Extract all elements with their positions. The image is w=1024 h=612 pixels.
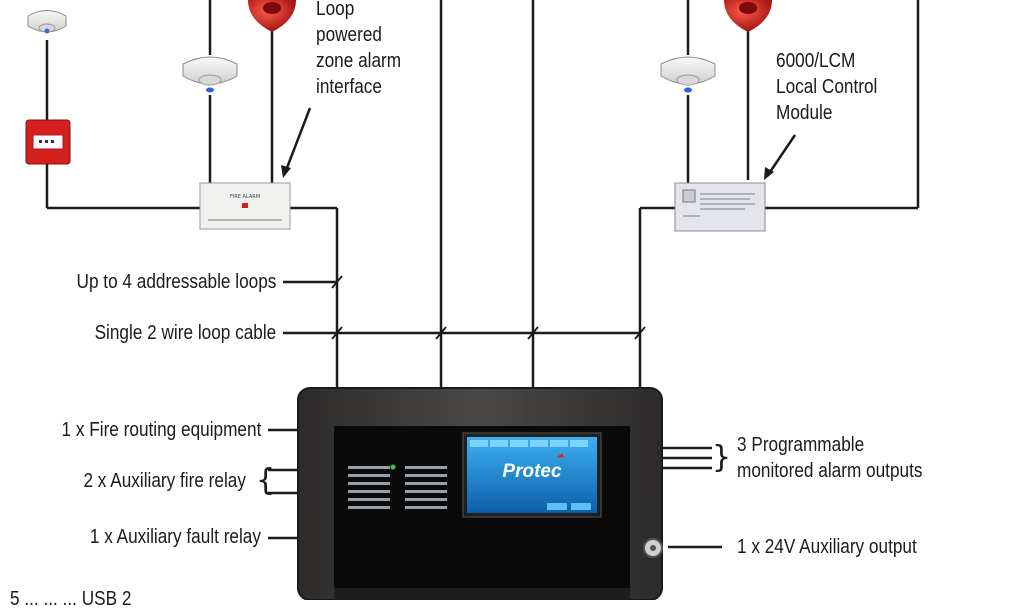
aux-24v-output-label: 1 x 24V Auxiliary output — [737, 536, 917, 558]
screen-tab-bar — [470, 440, 588, 447]
sounder-icon — [724, 0, 772, 32]
arrowhead-left — [281, 165, 291, 178]
manual-call-point-icon — [25, 119, 71, 165]
sounder-icon — [248, 0, 296, 32]
interface-unit-text: FIRE ALARM — [230, 194, 260, 200]
local-control-module-unit — [674, 182, 766, 232]
cable-ticks — [331, 275, 646, 340]
aux-fault-relay-label: 1 x Auxiliary fault relay — [89, 526, 261, 548]
loop-cable-label: Single 2 wire loop cable — [94, 322, 276, 344]
addressable-loops-label: Up to 4 addressable loops — [76, 271, 276, 293]
left-brace: { — [256, 463, 276, 498]
right-brace: } — [712, 440, 732, 475]
smoke-detector-icon — [182, 56, 238, 93]
status-led-panel — [348, 466, 447, 509]
bottom-cut-label: 5 ... ... ... USB 2 — [10, 588, 132, 610]
lcm-label: 6000/LCM Local Control Module — [776, 50, 878, 124]
arrowhead-right — [764, 167, 774, 180]
fire-control-panel: Protec — [297, 387, 663, 600]
aux-fire-relay-label: 2 x Auxiliary fire relay — [83, 470, 246, 492]
smoke-detector-icon — [660, 56, 716, 93]
wiring — [45, 0, 920, 549]
fire-routing-label: 1 x Fire routing equipment — [61, 419, 261, 441]
loop-interface-label: Loop powered zone alarm interface — [316, 0, 402, 98]
zone-alarm-interface-unit: FIRE ALARM — [199, 182, 291, 230]
programmable-outputs-label: 3 Programmable monitored alarm outputs — [737, 434, 923, 482]
brand-logo: Protec — [502, 461, 562, 482]
smoke-detector-icon — [27, 10, 67, 34]
